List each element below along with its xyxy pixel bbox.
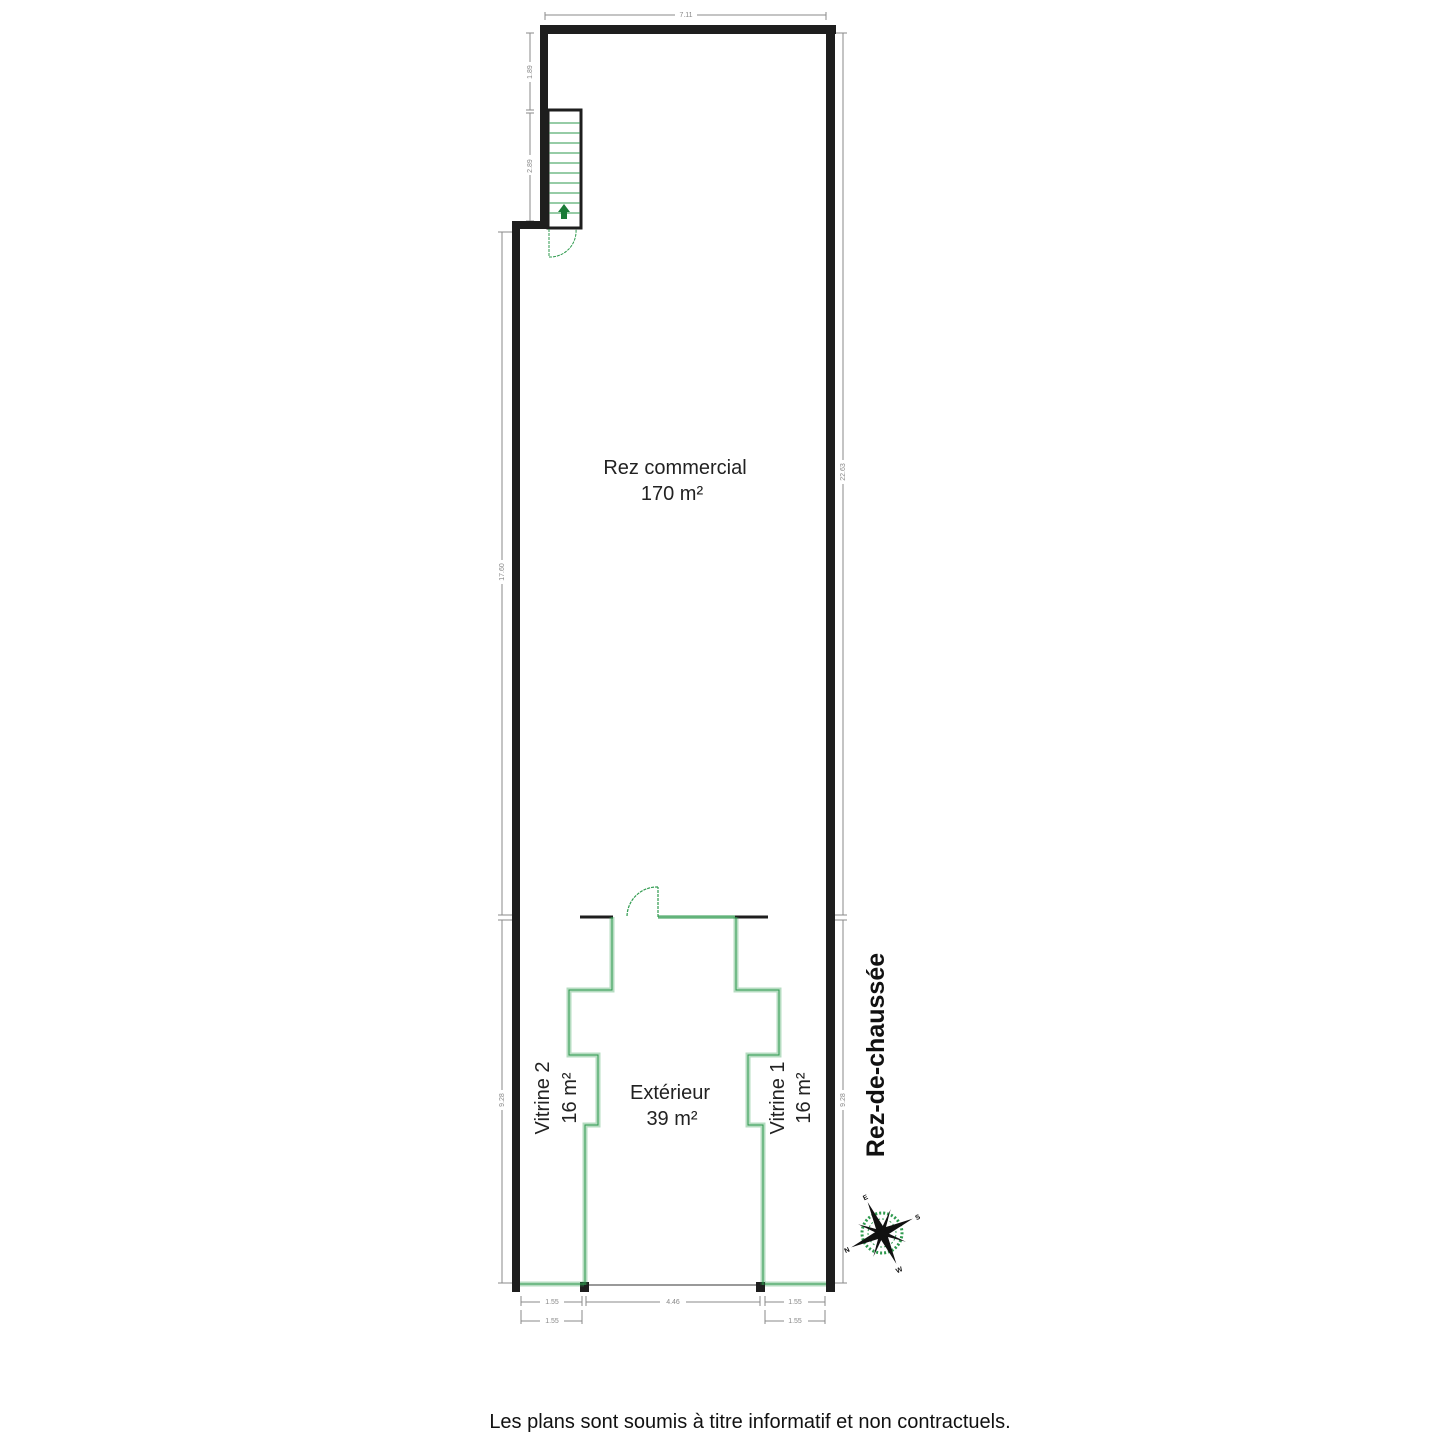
compass-s: S: [914, 1214, 921, 1222]
exterior-walls: [512, 25, 836, 1292]
entrance-door: [626, 886, 659, 918]
room-name-rez-commercial: Rez commercial: [603, 457, 746, 479]
dim-bottom-middle: 4.46: [666, 1299, 680, 1306]
vitrine-walls: [520, 917, 826, 1287]
room-name-exterieur: Extérieur: [630, 1082, 710, 1104]
room-area-rez-commercial: 170 m²: [641, 483, 704, 505]
dim-bottom-left-1: 1.55: [545, 1299, 559, 1306]
staircase: [546, 108, 583, 258]
room-name-vitrine-1: Vitrine 1: [767, 1061, 789, 1134]
compass-rose-icon: E S W N: [844, 1194, 922, 1275]
dim-left-upper-1: 1.89: [527, 65, 534, 79]
room-area-vitrine-1: 16 m²: [793, 1072, 815, 1123]
stair-arrow-icon: [558, 204, 570, 219]
disclaimer-footer: Les plans sont soumis à titre informatif…: [489, 1411, 1011, 1433]
dim-bottom-left-2: 1.55: [545, 1318, 559, 1325]
interior-partition: [580, 886, 768, 919]
dim-left-main: 17.60: [499, 563, 506, 581]
room-area-vitrine-2: 16 m²: [559, 1072, 581, 1123]
stair-door: [548, 228, 577, 258]
compass-e: E: [862, 1194, 869, 1202]
dim-right-main: 22.63: [840, 463, 847, 481]
dim-bottom-right-2: 1.55: [788, 1318, 802, 1325]
dim-left-upper-2: 2.89: [527, 159, 534, 173]
dim-bottom-right-1: 1.55: [788, 1299, 802, 1306]
compass-n: N: [844, 1247, 852, 1255]
dim-right-lower: 9.28: [840, 1093, 847, 1107]
compass-w: W: [895, 1266, 904, 1275]
level-title: Rez-de-chaussée: [862, 953, 890, 1157]
dim-left-lower: 9.28: [499, 1093, 506, 1107]
room-name-vitrine-2: Vitrine 2: [532, 1061, 554, 1134]
room-area-exterieur: 39 m²: [646, 1108, 697, 1130]
dim-top: 7.11: [679, 12, 692, 19]
